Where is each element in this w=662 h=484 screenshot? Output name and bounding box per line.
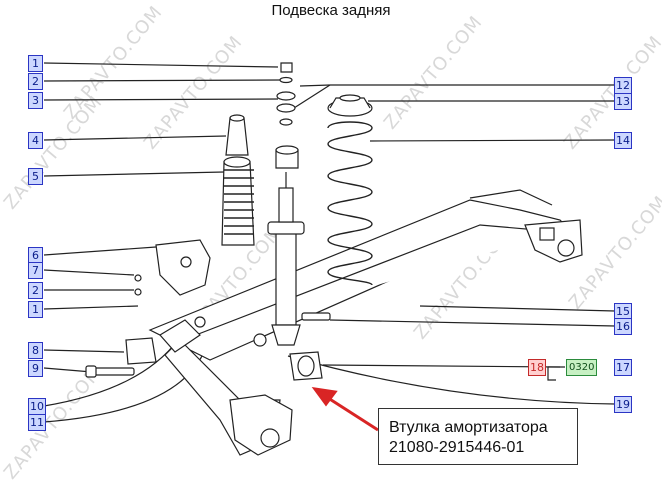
callout-7[interactable]: 7 xyxy=(28,262,43,279)
callout-18-selected[interactable]: 18 xyxy=(528,359,546,376)
callout-13[interactable]: 13 xyxy=(614,93,632,110)
page-title: Подвеска задняя xyxy=(271,2,391,19)
callout-16[interactable]: 16 xyxy=(614,318,632,335)
callout-9[interactable]: 9 xyxy=(28,360,43,377)
callout-19[interactable]: 19 xyxy=(614,396,632,413)
callout-14[interactable]: 14 xyxy=(614,132,632,149)
selected-part-name: Втулка амортизатора xyxy=(389,419,548,436)
callout-2-lower[interactable]: 2 xyxy=(28,282,43,299)
callout-10[interactable]: 10 xyxy=(28,398,46,415)
callout-15[interactable]: 15 xyxy=(614,303,632,320)
selected-part-label: Втулка амортизатора 21080-2915446-01 xyxy=(378,408,578,465)
callout-2[interactable]: 2 xyxy=(28,73,43,90)
callout-3[interactable]: 3 xyxy=(28,92,43,109)
callout-5[interactable]: 5 xyxy=(28,168,43,185)
selected-part-number: 21080-2915446-01 xyxy=(389,439,525,456)
callout-17[interactable]: 17 xyxy=(614,359,632,376)
callout-1-lower[interactable]: 1 xyxy=(28,301,43,318)
callout-4[interactable]: 4 xyxy=(28,132,43,149)
callout-1[interactable]: 1 xyxy=(28,55,43,72)
callout-8[interactable]: 8 xyxy=(28,342,43,359)
part-code-badge[interactable]: 0320 xyxy=(566,359,598,376)
callout-11[interactable]: 11 xyxy=(28,414,46,431)
callout-12[interactable]: 12 xyxy=(614,77,632,94)
